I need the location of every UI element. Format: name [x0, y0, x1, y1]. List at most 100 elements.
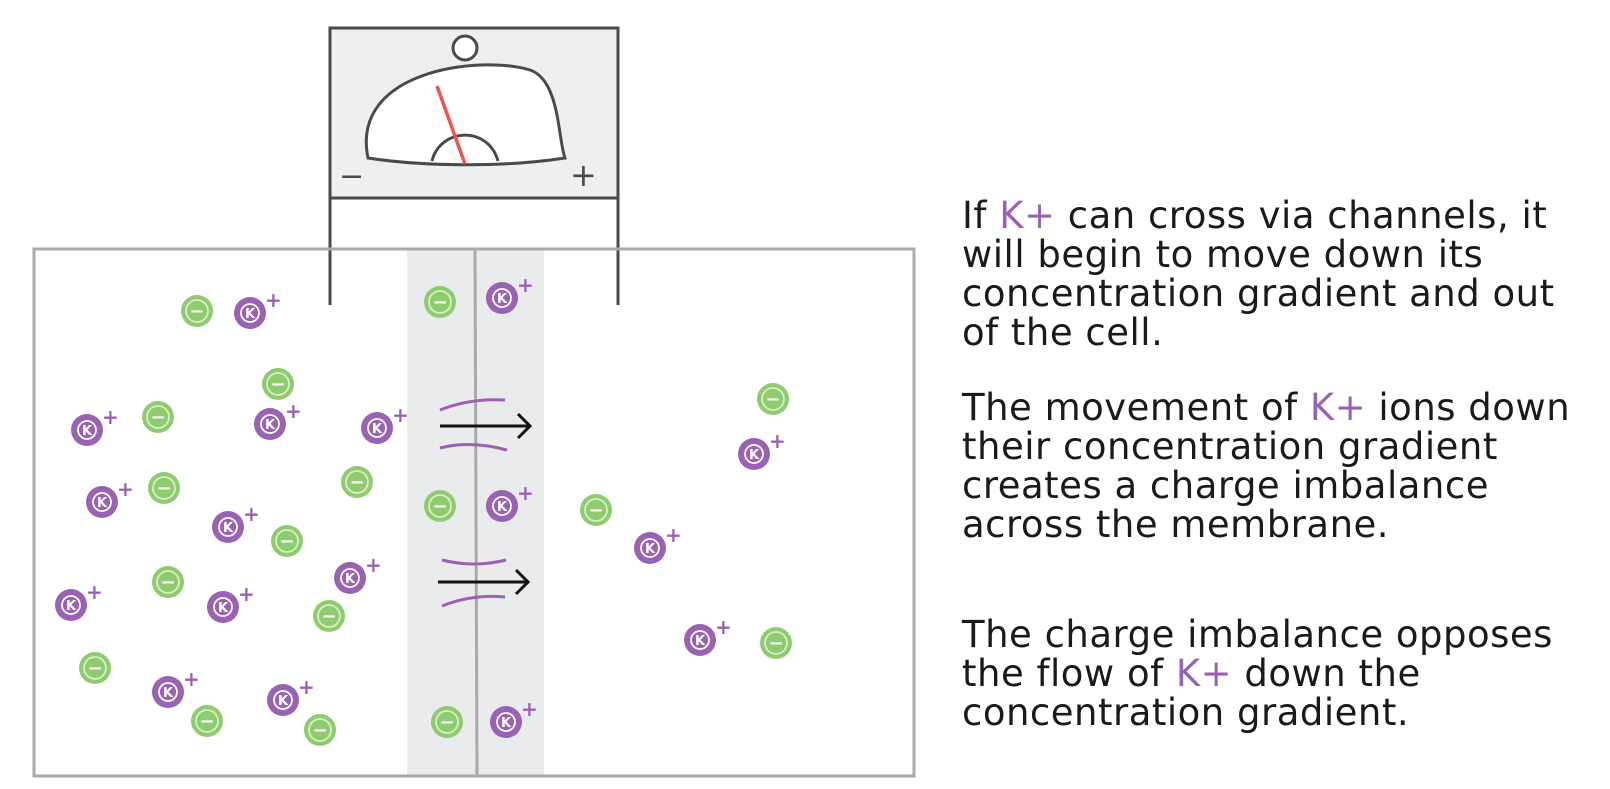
anion: − — [760, 627, 792, 659]
caption-paragraph-1: If K+ can cross via channels, it will be… — [962, 196, 1602, 352]
charge-sign: − — [588, 500, 603, 521]
charge-sign: − — [160, 572, 175, 593]
potassium-ion: K+ — [71, 405, 119, 446]
anion: − — [262, 368, 294, 400]
svg-text:K: K — [645, 542, 656, 557]
svg-text:K: K — [749, 448, 760, 463]
caption-text: down the concentration gradient. — [962, 652, 1421, 734]
charge-sign: − — [199, 711, 214, 732]
anion: − — [757, 383, 789, 415]
svg-text:K: K — [66, 599, 77, 614]
ions: K+K+K+K+K+K+K+K+K+K+K+K+K+K+K+K+K+−−−−−−… — [55, 273, 792, 746]
charge-sign: + — [715, 615, 732, 639]
caption-text: The movement of — [962, 386, 1310, 429]
caption-text: ions down their concentration gradient c… — [962, 386, 1571, 546]
charge-sign: + — [521, 697, 538, 721]
anion: − — [181, 295, 213, 327]
voltmeter-needle — [435, 85, 467, 165]
anion: − — [152, 566, 184, 598]
charge-sign: − — [312, 720, 327, 741]
potassium-ion-label: K+ — [1309, 386, 1367, 429]
caption-paragraph-3: The charge imbalance opposes the flow of… — [962, 615, 1602, 732]
arrow-head — [514, 568, 531, 596]
anion: − — [79, 652, 111, 684]
svg-text:K: K — [97, 496, 108, 511]
svg-text:K: K — [82, 424, 93, 439]
anion: − — [191, 705, 223, 737]
charge-sign: + — [117, 477, 134, 501]
potassium-ion: K+ — [207, 582, 255, 623]
svg-text:K: K — [372, 422, 383, 437]
svg-text:K: K — [223, 521, 234, 536]
anion: − — [580, 494, 612, 526]
charge-sign: + — [102, 405, 119, 429]
potassium-ion: K+ — [738, 429, 786, 470]
potassium-ion: K+ — [486, 481, 534, 522]
potassium-ion: K+ — [212, 502, 260, 543]
svg-text:K: K — [245, 307, 256, 322]
charge-sign: + — [243, 502, 260, 526]
arrow-head — [516, 412, 533, 440]
potassium-ion-label: K+ — [999, 194, 1056, 237]
charge-sign: − — [321, 606, 336, 627]
cell-box — [32, 247, 916, 778]
anion: − — [142, 401, 174, 433]
potassium-ion: K+ — [490, 697, 538, 738]
anion: − — [424, 490, 456, 522]
voltmeter-dial — [364, 63, 568, 167]
potassium-ion: K+ — [361, 403, 409, 444]
voltmeter-knob — [451, 34, 479, 62]
charge-sign: + — [365, 553, 382, 577]
svg-text:K: K — [695, 634, 706, 649]
charge-sign: − — [156, 478, 171, 499]
charge-sign: + — [517, 481, 534, 505]
voltmeter-negative-sign: − — [339, 159, 364, 194]
charge-sign: − — [349, 472, 364, 493]
potassium-ion: K+ — [55, 580, 103, 621]
charge-sign: + — [517, 273, 534, 297]
charge-sign: − — [768, 633, 783, 654]
anion: − — [424, 286, 456, 318]
svg-text:K: K — [218, 601, 229, 616]
svg-text:K: K — [278, 694, 289, 709]
voltmeter-pivot — [430, 133, 500, 162]
charge-sign: + — [265, 288, 282, 312]
charge-sign: − — [270, 374, 285, 395]
charge-sign: + — [285, 399, 302, 423]
charge-sign: + — [392, 403, 409, 427]
caption-text: can cross via channels, it will begin to… — [962, 194, 1555, 354]
charge-sign: + — [238, 582, 255, 606]
charge-sign: + — [86, 580, 103, 604]
svg-text:K: K — [265, 418, 276, 433]
channel-lower-arc — [439, 442, 508, 452]
charge-sign: + — [183, 667, 200, 691]
potassium-ion: K+ — [254, 399, 302, 440]
voltmeter-positive-sign: + — [570, 156, 597, 194]
charge-sign: − — [150, 407, 165, 428]
anion: − — [304, 714, 336, 746]
potassium-ion: K+ — [334, 553, 382, 594]
channel-upper-arc — [439, 398, 506, 412]
charge-sign: − — [279, 531, 294, 552]
channel-lower-arc — [441, 594, 506, 608]
charge-sign: − — [432, 292, 447, 313]
anion: − — [148, 472, 180, 504]
caption-text: The charge imbalance opposes the flow of — [962, 613, 1553, 695]
anion: − — [313, 600, 345, 632]
channel-upper-arc — [441, 558, 507, 566]
anion: − — [341, 466, 373, 498]
svg-text:K: K — [345, 572, 356, 587]
charge-sign: + — [298, 675, 315, 699]
potassium-ion-label: K+ — [1175, 652, 1233, 695]
voltmeter: − + — [328, 26, 620, 200]
potassium-ion: K+ — [267, 675, 315, 716]
charge-sign: + — [665, 523, 682, 547]
anion: − — [271, 525, 303, 557]
charge-sign: − — [87, 658, 102, 679]
charge-sign: − — [439, 712, 454, 733]
charge-sign: − — [432, 496, 447, 517]
membrane-center-line — [473, 249, 479, 776]
potassium-ion: K+ — [634, 523, 682, 564]
ion-channel — [438, 558, 531, 608]
